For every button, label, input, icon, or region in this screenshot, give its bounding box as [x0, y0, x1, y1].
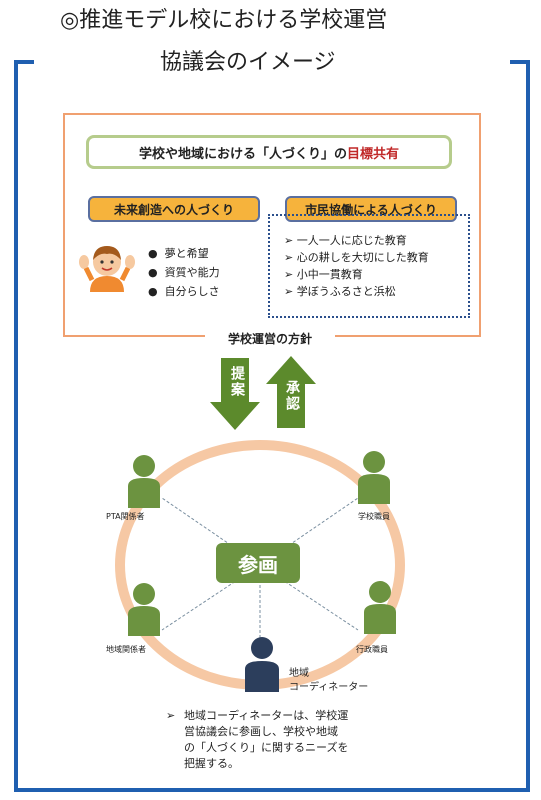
list-item: ● 夢と希望	[148, 247, 209, 260]
pta-person-icon	[128, 455, 160, 508]
center-participation-label: 参画	[216, 543, 300, 583]
shared-goal-accent: 目標共有	[347, 146, 400, 162]
role-label-admin: 行政職員	[356, 645, 388, 654]
note-bullet-icon: ➢	[166, 709, 176, 722]
policy-label: 学校運営の方針	[205, 329, 335, 349]
coordinator-note: ➢ 地域コーディネーターは、学校運 営協議会に参画し、学校や地域 の「人づくり」…	[166, 708, 426, 772]
note-line: の「人づくり」に関するニーズを	[184, 741, 349, 754]
role-label-local: 地域関係者	[106, 645, 146, 654]
role-label-coordinator: 地域 コーディネーター	[289, 668, 369, 693]
up-arrow-label: 承認	[284, 380, 300, 412]
child-illustration-icon	[79, 246, 135, 292]
note-line: 営協議会に参画し、学校や地域	[184, 725, 338, 738]
role-label-staff: 学校職員	[358, 512, 390, 521]
admin-person-icon	[364, 581, 396, 634]
staff-person-icon	[358, 451, 390, 504]
list-item: ➢ 小中一貫教育	[284, 268, 363, 281]
list-item: ➢ 一人一人に応じた教育	[284, 234, 407, 247]
role-label-pta: PTA関係者	[106, 512, 145, 521]
up-arrow-icon	[266, 356, 316, 428]
coordinator-person-icon	[245, 637, 279, 692]
down-arrow-label: 提案	[229, 366, 245, 398]
left-panel-heading: 未来創造への人づくり	[88, 196, 260, 222]
down-arrow-icon	[210, 358, 260, 430]
title-line-2: 協議会のイメージ	[160, 50, 336, 75]
shared-goal-text: 学校や地域における「人づくり」の	[138, 146, 347, 162]
note-line: 把握する。	[184, 757, 239, 770]
right-panel-heading: 市民協働による人づくり	[285, 196, 457, 222]
right-panel-list: ➢ 一人一人に応じた教育 ➢ 心の耕しを大切にした教育 ➢ 小中一貫教育 ➢ 学…	[284, 232, 474, 300]
right-panel-box	[268, 214, 470, 318]
list-item: ➢ 学ぼうふるさと浜松	[284, 285, 396, 298]
list-item: ● 自分らしさ	[148, 285, 220, 298]
left-panel-list: ● 夢と希望 ● 資質や能力 ● 自分らしさ	[148, 244, 278, 301]
shared-goal-box: 学校や地域における「人づくり」の目標共有	[86, 135, 452, 169]
title-line-1: ◎推進モデル校における学校運営	[60, 8, 388, 33]
outer-frame	[14, 60, 530, 792]
note-line: 地域コーディネーターは、学校運	[184, 709, 349, 722]
list-item: ● 資質や能力	[148, 266, 220, 279]
list-item: ➢ 心の耕しを大切にした教育	[284, 251, 429, 264]
local-person-icon	[128, 583, 160, 636]
